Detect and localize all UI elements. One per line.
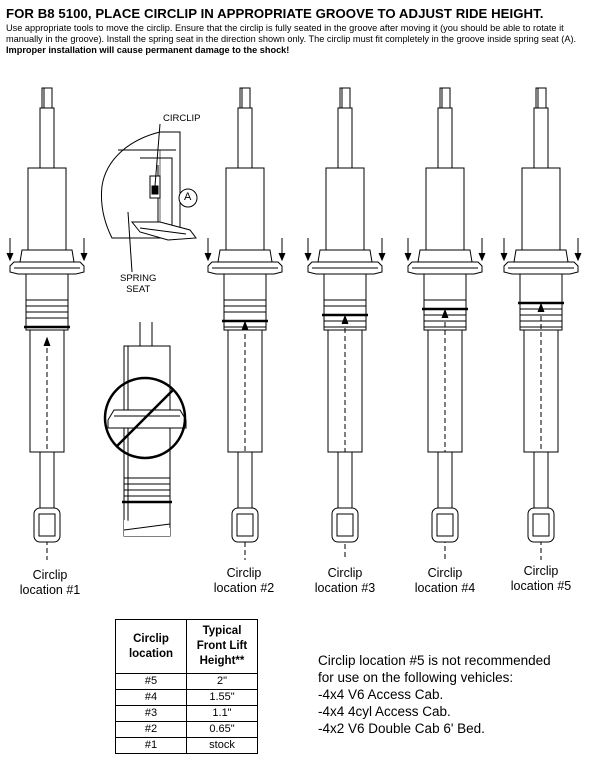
lift-height-table: Circlip location Typical Front Lift Heig… <box>115 619 258 754</box>
location-label-1-line2: location #1 <box>19 583 81 597</box>
location-label-5-line1: Circlip <box>523 564 559 578</box>
circlip-callout: CIRCLIP <box>163 113 201 124</box>
vehicle-note: Circlip location #5 is not recommended f… <box>318 652 551 737</box>
cell-height: 2" <box>186 673 258 690</box>
table-row: #5 2" <box>115 673 258 690</box>
cell-location: #4 <box>115 689 187 706</box>
note-line-5: -4x2 V6 Double Cab 6' Bed. <box>318 721 485 736</box>
detail-a-marker: A <box>184 191 192 203</box>
header-lift-height: Typical Front Lift Height** <box>186 619 258 674</box>
shock-absorber-3 <box>304 87 386 560</box>
spring-seat-callout: SPRING SEAT <box>120 273 156 295</box>
shock-absorber-2 <box>204 87 286 560</box>
incorrect-installation-view <box>103 322 187 537</box>
location-label-3-line2: location #3 <box>314 581 376 595</box>
note-line-4: -4x4 4cyl Access Cab. <box>318 704 451 719</box>
instructions-header: FOR B8 5100, PLACE CIRCLIP IN APPROPRIAT… <box>6 6 588 56</box>
location-label-4: Circlip location #4 <box>390 566 500 596</box>
location-label-3-line1: Circlip <box>327 566 363 580</box>
circlip-detail-view <box>101 123 198 273</box>
table-header-row: Circlip location Typical Front Lift Heig… <box>115 619 258 674</box>
location-label-3: Circlip location #3 <box>290 566 400 596</box>
location-label-2-line2: location #2 <box>213 581 275 595</box>
cell-height: 0.65" <box>186 721 258 738</box>
table-row: #1 stock <box>115 737 258 754</box>
cell-location: #2 <box>115 721 187 738</box>
note-line-2: for use on the following vehicles: <box>318 670 514 685</box>
warning-text: Improper installation will cause permane… <box>6 45 290 55</box>
cell-location: #5 <box>115 673 187 690</box>
page-title: FOR B8 5100, PLACE CIRCLIP IN APPROPRIAT… <box>6 6 544 21</box>
location-label-2-line1: Circlip <box>226 566 262 580</box>
location-label-4-line2: location #4 <box>414 581 476 595</box>
shock-absorber-1 <box>6 87 88 560</box>
location-label-1: Circlip location #1 <box>0 568 105 598</box>
shock-absorber-5 <box>500 87 582 560</box>
spring-seat-callout-line2: SEAT <box>126 284 151 295</box>
location-label-2: Circlip location #2 <box>189 566 299 596</box>
table-row: #2 0.65" <box>115 721 258 738</box>
cell-height: 1.55" <box>186 689 258 706</box>
location-label-4-line1: Circlip <box>427 566 463 580</box>
cell-location: #1 <box>115 737 187 754</box>
shock-absorber-4 <box>404 87 486 560</box>
cell-location: #3 <box>115 705 187 722</box>
location-label-5: Circlip location #5 <box>486 564 592 594</box>
note-line-3: -4x4 V6 Access Cab. <box>318 687 444 702</box>
location-label-1-line1: Circlip <box>32 568 68 582</box>
table-row: #3 1.1" <box>115 705 258 722</box>
shock-diagram <box>6 87 582 560</box>
instructions-text: Use appropriate tools to move the circli… <box>6 23 588 56</box>
note-line-1: Circlip location #5 is not recommended <box>318 653 551 668</box>
cell-height: stock <box>186 737 258 754</box>
header-circlip-location: Circlip location <box>115 619 187 674</box>
location-label-5-line2: location #5 <box>510 579 572 593</box>
cell-height: 1.1" <box>186 705 258 722</box>
instructions-body: Use appropriate tools to move the circli… <box>6 23 577 44</box>
table-row: #4 1.55" <box>115 689 258 706</box>
spring-seat-callout-line1: SPRING <box>120 273 157 284</box>
